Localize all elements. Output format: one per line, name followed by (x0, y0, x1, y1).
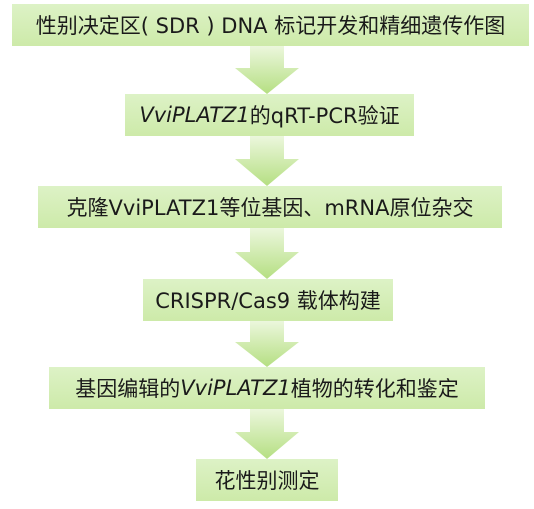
flow-step-2-gene: VviPLATZ1 (139, 103, 250, 127)
flow-step-4: CRISPR/Cas9 载体构建 (143, 279, 393, 321)
flow-step-6-label: 花性别测定 (214, 469, 320, 493)
flow-step-4-label: CRISPR/Cas9 载体构建 (155, 289, 381, 313)
flow-step-5-gene: VviPLATZ1 (180, 376, 291, 400)
flow-step-2-label: 的qRT-PCR验证 (249, 104, 400, 128)
flow-step-5-prefix: 基因编辑的 (75, 377, 181, 401)
flow-step-3-label: 克隆VviPLATZ1等位基因、mRNA原位杂交 (66, 196, 474, 220)
flow-step-1: 性别决定区( SDR ) DNA 标记开发和精细遗传作图 (12, 4, 529, 46)
down-arrow-icon (235, 321, 299, 367)
down-arrow-icon (235, 46, 299, 94)
flow-step-1-label: 性别决定区( SDR ) DNA 标记开发和精细遗传作图 (35, 14, 506, 38)
flow-step-5-label: 植物的转化和鉴定 (290, 377, 459, 401)
flow-step-3: 克隆VviPLATZ1等位基因、mRNA原位杂交 (38, 186, 502, 228)
down-arrow-icon (235, 136, 299, 186)
down-arrow-icon (235, 228, 299, 279)
down-arrow-icon (235, 409, 299, 459)
flow-step-6: 花性别测定 (196, 459, 338, 501)
